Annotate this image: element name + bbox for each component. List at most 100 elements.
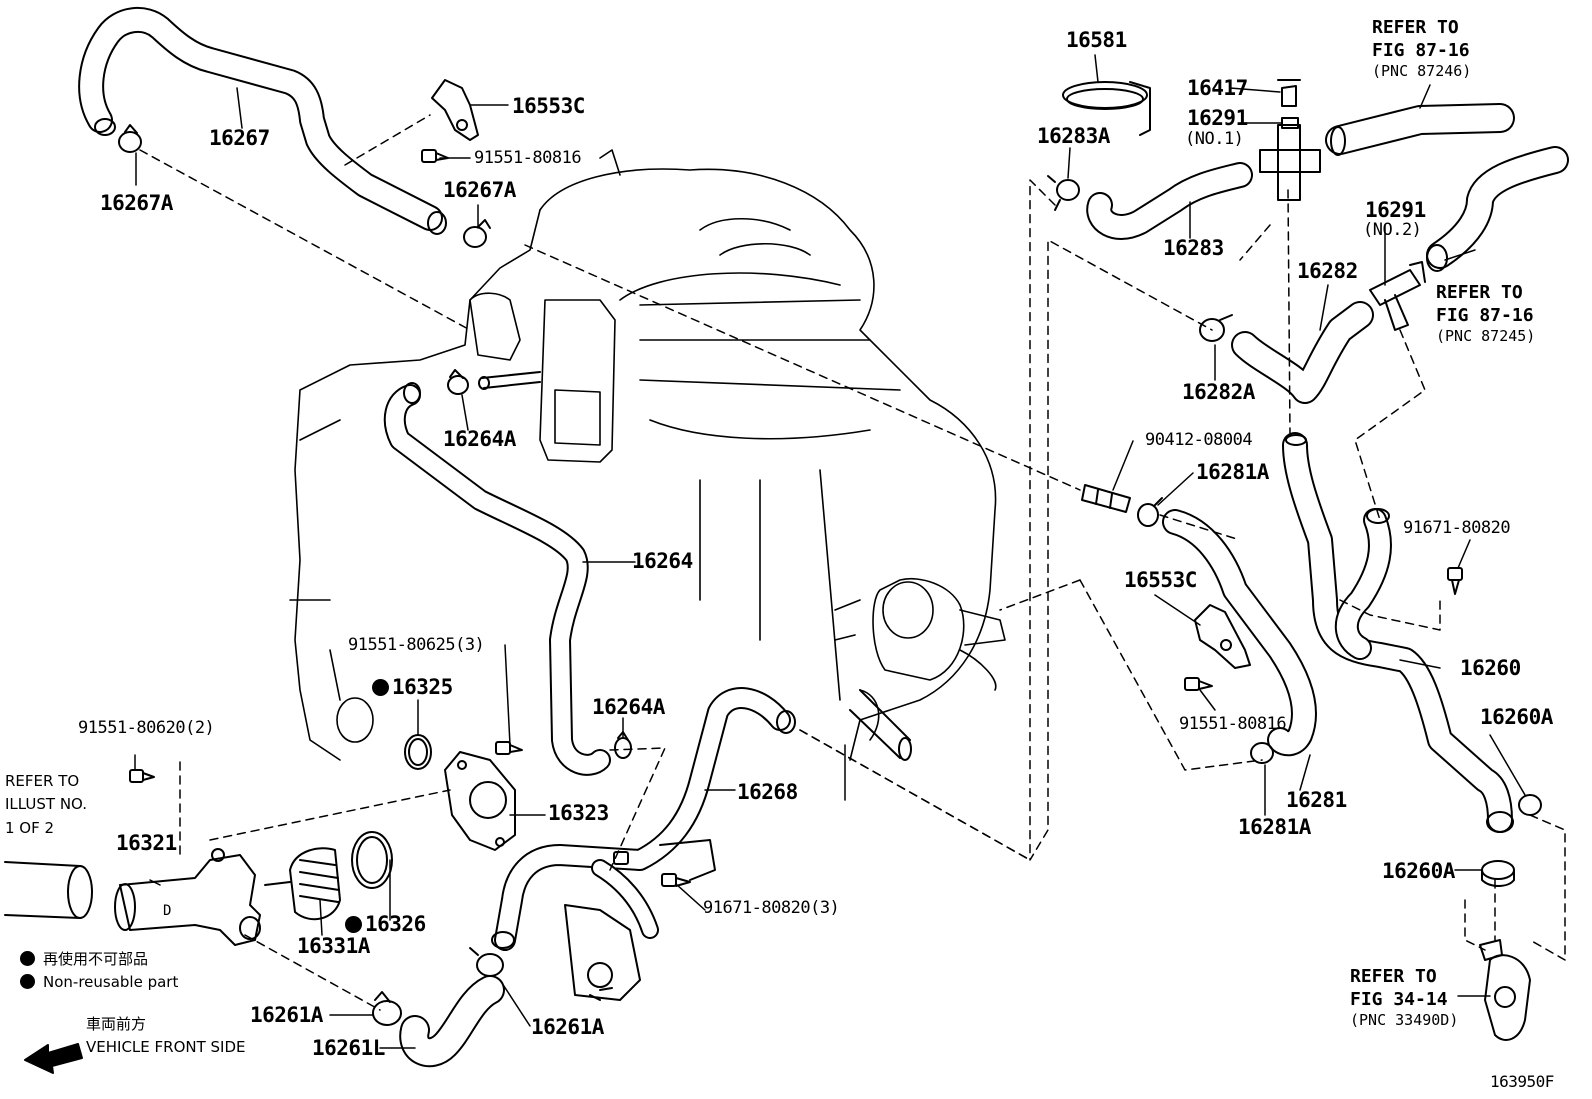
hose-refer-87245 <box>1426 146 1569 272</box>
gasket-16326 <box>351 831 393 889</box>
bolt-91551-80816-top <box>421 149 449 163</box>
label-16281: 16281 <box>1286 788 1347 812</box>
legend-jp: 再使用不可部品 <box>20 948 148 969</box>
label-16267: 16267 <box>209 126 270 150</box>
hose-16282 <box>1231 301 1374 404</box>
hose-16260 <box>1282 432 1514 833</box>
non-reusable-dot <box>20 974 35 989</box>
label-16281A-top: 16281A <box>1196 460 1269 484</box>
clamp-16281A-bottom <box>1250 742 1274 764</box>
label-91551-80625: 91551-80625(3) <box>348 635 485 655</box>
clamp-16260A-bottom <box>1481 860 1515 887</box>
clamp-16267A-mid <box>463 219 491 248</box>
label-16553C-right: 16553C <box>1124 568 1197 592</box>
non-reusable-dot <box>345 916 362 933</box>
housing-16323 <box>444 751 516 851</box>
bracket-16268 <box>564 839 716 1001</box>
label-91551-80816-top: 91551-80816 <box>474 148 582 168</box>
water-inlet-16321 <box>114 848 261 946</box>
clamp-16581 <box>1062 81 1151 136</box>
label-16331A: 16331A <box>297 934 370 958</box>
label-16268: 16268 <box>737 780 798 804</box>
label-16553C-top: 16553C <box>512 94 585 118</box>
oil-cooler-33490D <box>1479 939 1531 1041</box>
pipe-left <box>4 861 93 919</box>
ref-fig-87-16-pnc-87245: REFER TO FIG 87-16 (PNC 87245) <box>1436 282 1535 346</box>
bracket-16553C-right <box>1194 604 1251 669</box>
thermostat-16331A <box>264 847 341 921</box>
bolt-91551-80816-right <box>1184 677 1213 691</box>
label-16291-no2: 16291 <box>1365 198 1426 222</box>
clamp-16264A-top <box>447 369 469 395</box>
label-16291-no2-sub: (NO.2) <box>1363 220 1422 240</box>
label-91671-80820-3: 91671-80820(3) <box>703 898 840 918</box>
union-16291-no2 <box>1369 261 1426 331</box>
legend-en: Non-reusable part <box>20 973 178 991</box>
ref-fig-34-14-pnc-33490d: REFER TO FIG 34-14 (PNC 33490D) <box>1350 966 1458 1030</box>
front-en: VEHICLE FRONT SIDE <box>86 1037 246 1056</box>
label-16260: 16260 <box>1460 656 1521 680</box>
label-91551-80620: 91551-80620(2) <box>78 718 215 738</box>
housing-mark: D <box>163 903 171 919</box>
leader-lines <box>134 54 1526 1049</box>
ref-illust-1-of-2: REFER TO ILLUST NO. 1 OF 2 <box>5 770 87 840</box>
ref-line: ILLUST NO. <box>5 795 88 814</box>
bolt-91671-80820-right <box>1447 567 1463 595</box>
label-16261A-right: 16261A <box>531 1015 604 1039</box>
non-reusable-dot <box>372 679 389 696</box>
ref-line: (PNC 87245) <box>1436 327 1536 345</box>
ref-line: (PNC 87246) <box>1372 62 1472 80</box>
ref-fig-87-16-pnc-87246: REFER TO FIG 87-16 (PNC 87246) <box>1372 17 1471 81</box>
ref-line: REFER TO <box>1372 17 1459 38</box>
ref-line: FIG 87-16 <box>1436 304 1534 326</box>
clamp-16261A-right <box>469 947 504 977</box>
label-16267A-mid: 16267A <box>443 178 516 202</box>
ref-line: FIG 87-16 <box>1372 39 1470 61</box>
ref-line: 1 OF 2 <box>5 818 55 837</box>
gasket-16325 <box>404 734 432 770</box>
union-16291-no1 <box>1259 117 1321 201</box>
dashed-lines <box>139 114 1566 1011</box>
label-91551-80816-right: 91551-80816 <box>1179 714 1287 734</box>
label-91671-80820: 91671-80820 <box>1403 518 1511 538</box>
label-16264A-top: 16264A <box>443 427 516 451</box>
label-16291-no1: 16291 <box>1187 106 1248 130</box>
vehicle-front-arrow <box>24 1043 83 1074</box>
hose-16283 <box>1086 162 1253 240</box>
bracket-16553C-top <box>431 79 479 141</box>
clamp-16281A-top <box>1137 497 1163 527</box>
label-16267A-left: 16267A <box>100 191 173 215</box>
union-90412-08004 <box>1081 484 1131 513</box>
hose-16267 <box>78 6 447 235</box>
clamp-16282A <box>1199 314 1233 342</box>
hose-16261L <box>399 975 505 1068</box>
figure-id: 163950F <box>1490 1072 1554 1091</box>
label-16321: 16321 <box>116 831 177 855</box>
label-16283A: 16283A <box>1037 124 1110 148</box>
hose-16268 <box>491 687 796 951</box>
engine-block <box>289 149 1006 761</box>
hose-16264 <box>383 382 611 776</box>
hose-16281 <box>1162 509 1317 757</box>
label-16283: 16283 <box>1163 236 1224 260</box>
label-16260A-top: 16260A <box>1480 705 1553 729</box>
pipe-center-lower <box>849 689 912 761</box>
label-16417: 16417 <box>1187 76 1248 100</box>
label-16261L: 16261L <box>312 1036 385 1060</box>
vehicle-front-label: 車両前方 VEHICLE FRONT SIDE <box>86 1013 246 1058</box>
label-90412-08004: 90412-08004 <box>1145 430 1253 450</box>
bleeder-16417 <box>1277 79 1301 107</box>
ref-line: REFER TO <box>1436 282 1523 303</box>
label-16323: 16323 <box>548 801 609 825</box>
front-jp: 車両前方 <box>86 1015 147 1033</box>
ref-line: REFER TO <box>1350 966 1437 987</box>
label-16581: 16581 <box>1066 28 1127 52</box>
label-16260A-bottom: 16260A <box>1382 859 1455 883</box>
clamp-16260A-top <box>1518 794 1542 816</box>
ref-line: FIG 34-14 <box>1350 988 1448 1010</box>
label-16282: 16282 <box>1297 259 1358 283</box>
label-16281A-bottom: 16281A <box>1238 815 1311 839</box>
label-16264: 16264 <box>632 549 693 573</box>
